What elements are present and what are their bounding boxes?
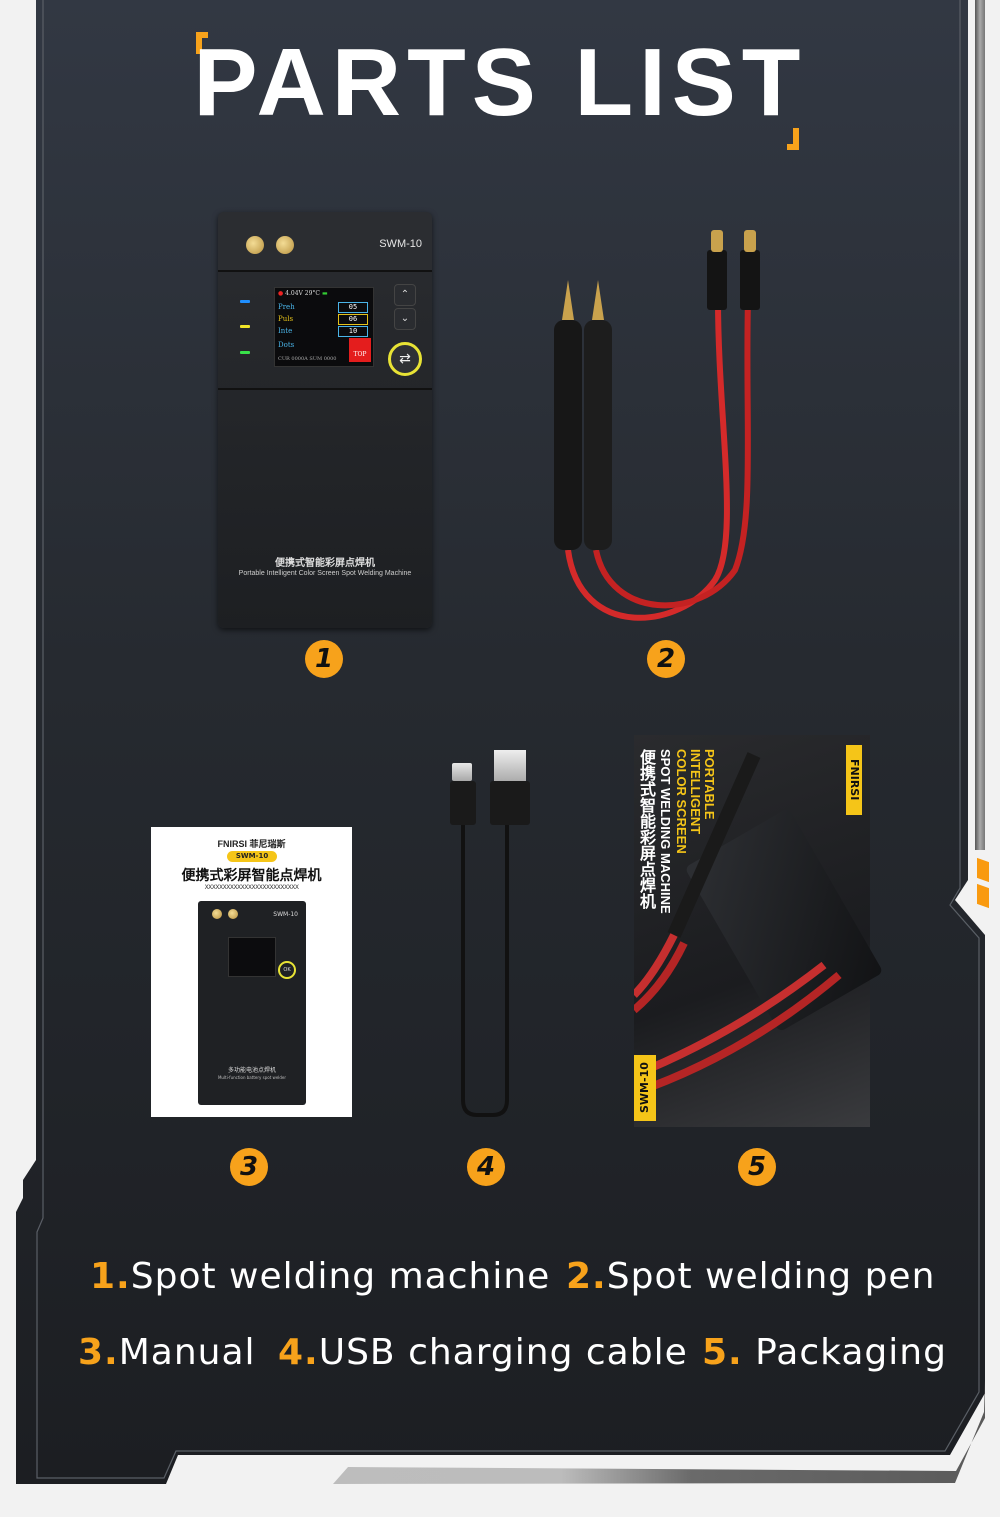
item-badge-5: 5 [738, 1148, 776, 1186]
inte-value: 10 [338, 326, 368, 337]
item-badge-2: 2 [647, 640, 685, 678]
manual-image: FNIRSI 菲尼瑞斯 SWM-10 便携式彩屏智能点焊机 XXXXXXXXXX… [151, 827, 352, 1117]
decor-orange-square [977, 883, 989, 909]
device-lower-panel [218, 388, 432, 390]
led-yellow [240, 325, 250, 328]
terminal-icon [276, 236, 294, 254]
manual-placeholder-text: XXXXXXXXXXXXXXXXXXXXXXXXXX [204, 884, 299, 891]
led-green [240, 351, 250, 354]
packaging-model: SWM-10 [634, 1055, 656, 1121]
packaging-headline-line4: SPOT WELDING MACHINE [658, 749, 673, 914]
decor-orange-square [977, 857, 989, 883]
manual-device-label-en: Multi-function battery spot welder [217, 1075, 287, 1080]
terminal-icon [212, 909, 222, 919]
caption-1: 1.Spot welding machine [90, 1256, 551, 1297]
status-bar: ● 4.04V 29°C ▬ [278, 289, 370, 299]
preh-value: 05 [338, 302, 368, 313]
item-badge-4: 4 [467, 1148, 505, 1186]
usb-c-connector [452, 763, 472, 781]
voltage: 4.04V [285, 290, 303, 297]
screen-row-cur-sum: CUR 0000A SUM 0000 [278, 356, 337, 362]
packaging-brand-logo: FNIRSI [846, 745, 862, 815]
title-bracket-bottom-right [787, 128, 799, 150]
packaging-headline-line2: INTELLIGENT [688, 749, 703, 835]
device-model: SWM-10 [379, 238, 422, 250]
manual-device-label-cn: 多功能电池点焊机 [227, 1067, 276, 1074]
manual-device-model: SWM-10 [273, 911, 298, 918]
manual-title-cn: 便携式彩屏智能点焊机 [181, 868, 322, 884]
title-bracket-top-left [196, 32, 208, 54]
led-blue [240, 300, 250, 303]
caption-4: 4.USB charging cable [278, 1332, 688, 1373]
spot-welding-machine-image: SWM-10 ● 4.04V 29°C ▬ Preh 05 Puls 06 In… [218, 212, 432, 628]
usb-c-housing [450, 781, 476, 825]
usb-a-housing [490, 781, 530, 825]
manual-brand: FNIRSI 菲尼瑞斯 [217, 839, 286, 849]
packaging-pen-cables [634, 752, 842, 1097]
battery-icon: ▬ [321, 290, 328, 297]
usb-cable-wire [461, 825, 509, 1117]
screen-row-preh: Preh 05 [278, 302, 370, 313]
packaging-headline-line3: COLOR SCREEN [674, 749, 689, 854]
terminal-icon [228, 909, 238, 919]
device-label-cn: 便携式智能彩屏点焊机 [275, 558, 375, 569]
terminal-icon [246, 236, 264, 254]
packaging-headline-cn: 便携式智能彩屏点焊机 [637, 749, 654, 909]
caption-5: 5. Packaging [702, 1332, 947, 1373]
item-badge-3: 3 [230, 1148, 268, 1186]
temperature: 29°C [304, 290, 321, 297]
manual-model-pill: SWM-10 [227, 851, 277, 862]
warning-top-box: TOP [349, 338, 371, 362]
up-button: ⌃ [394, 284, 416, 306]
manual-device-illustration: SWM-10 OK 多功能电池点焊机 Multi-function batter… [198, 901, 306, 1105]
manual-device-screen [228, 937, 276, 977]
screen-row-inte: Inte 10 [278, 326, 370, 337]
caption-2: 2.Spot welding pen [566, 1256, 936, 1297]
caption-3: 3.Manual [78, 1332, 256, 1373]
device-top-panel: SWM-10 [218, 212, 432, 272]
packaging-image: 便携式智能彩屏点焊机 SPOT WELDING MACHINE COLOR SC… [634, 735, 884, 1127]
device-label-en: Portable Intelligent Color Screen Spot W… [238, 570, 412, 577]
item-badge-1: 1 [305, 640, 343, 678]
page-title: PARTS LIST [193, 29, 807, 136]
packaging-headline-line1: PORTABLE [702, 749, 717, 820]
record-dot-icon: ● [278, 290, 284, 297]
switch-button: ⇄ [388, 342, 422, 376]
screen-row-dots: Dots [278, 341, 295, 349]
device-screen: ● 4.04V 29°C ▬ Preh 05 Puls 06 Inte 10 D… [274, 287, 374, 367]
usb-a-connector [494, 750, 526, 782]
down-button: ⌄ [394, 308, 416, 330]
spot-welding-pen-image [554, 230, 760, 621]
puls-value: 06 [338, 314, 368, 325]
screen-row-puls: Puls 06 [278, 314, 370, 325]
ok-button: OK [278, 961, 296, 979]
